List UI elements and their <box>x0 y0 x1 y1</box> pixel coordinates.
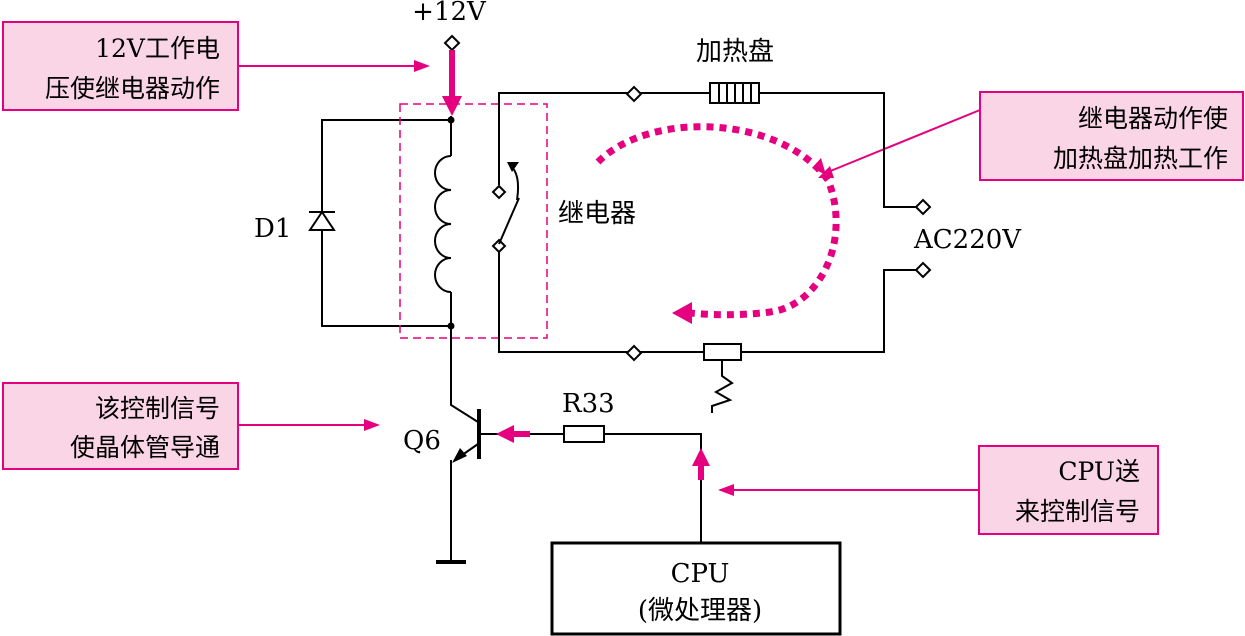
relay-switch <box>491 92 916 353</box>
callout-heating-line2: 加热盘加热工作 <box>1053 144 1228 173</box>
callout-heating: 继电器动作使 加热盘加热工作 <box>979 91 1244 181</box>
callout-relay-voltage-line2: 压使继电器动作 <box>45 74 220 103</box>
ac-label: AC220V <box>913 225 1022 255</box>
cpu-label-line1: CPU <box>671 559 730 589</box>
callout-pointers <box>238 60 981 496</box>
relay-coil <box>434 155 452 326</box>
callout-transistor-line1: 该控制信号 <box>95 394 220 423</box>
callout-transistor-line2: 使晶体管导通 <box>70 433 220 462</box>
callout-heating-line1: 继电器动作使 <box>1078 104 1228 133</box>
callout-relay-voltage-line1: 12V工作电 <box>95 34 220 63</box>
callout-cpu-signal: CPU送 来控制信号 <box>978 445 1159 535</box>
diode-label: D1 <box>254 214 291 244</box>
heater-label: 加热盘 <box>696 37 774 67</box>
callout-cpu-signal-line2: 来控制信号 <box>1015 497 1140 526</box>
relay-dashed-box <box>399 103 548 339</box>
callout-relay-voltage: 12V工作电 压使继电器动作 <box>2 21 239 111</box>
callout-cpu-signal-line1: CPU送 <box>1058 457 1140 486</box>
callout-transistor: 该控制信号 使晶体管导通 <box>2 382 239 470</box>
signal-arrows <box>496 425 710 480</box>
transistor-label: Q6 <box>403 426 441 456</box>
supply-label: +12V <box>412 0 487 27</box>
current-flow-arrow <box>595 123 840 324</box>
supply-terminal <box>442 34 462 156</box>
cpu-block: CPU (微处理器) <box>550 541 842 636</box>
cpu-label-line2: (微处理器) <box>638 596 762 626</box>
resistor-r33 <box>479 425 702 542</box>
transistor-q6 <box>436 326 481 564</box>
relay-label: 继电器 <box>558 199 636 229</box>
resistor-label: R33 <box>562 389 615 419</box>
heater-element <box>709 82 760 104</box>
thermal-fuse <box>703 343 742 413</box>
load-terminals <box>625 85 932 362</box>
diode-d1 <box>308 116 455 330</box>
